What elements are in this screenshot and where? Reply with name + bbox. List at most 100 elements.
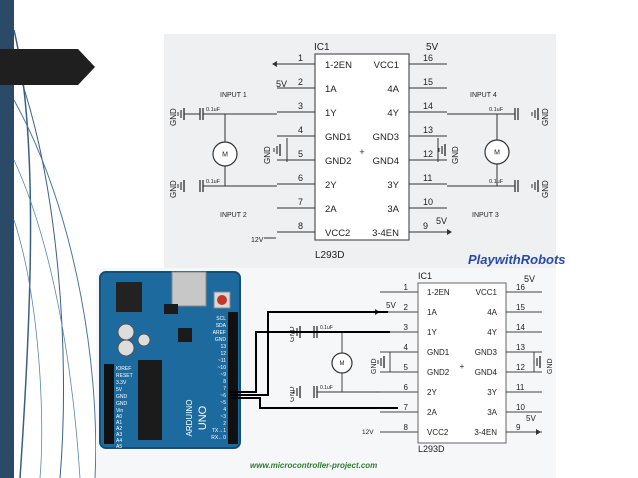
analog-pin-label: A5: [116, 444, 122, 450]
chip-body: [314, 53, 410, 241]
plus-sign: +: [359, 147, 364, 157]
supply-arrow: [536, 429, 541, 435]
pin-name-gnd1: GND1: [325, 132, 351, 143]
motor-label: M: [494, 149, 500, 156]
pin-number-12: 12: [516, 363, 525, 372]
motor-icon: [331, 352, 353, 374]
pin-name-4y: 4Y: [487, 328, 497, 337]
pin-number-14: 14: [516, 323, 525, 332]
reset-button-cap: [217, 295, 227, 305]
usb-port: [171, 271, 207, 307]
decorative-sidebar: [0, 0, 97, 478]
digital-pin-label: SDA: [216, 323, 227, 329]
digital-pin-label: 4: [223, 407, 226, 413]
power-pin-label: GND: [116, 394, 128, 400]
pin-name-1-2en: 1-2EN: [427, 288, 450, 297]
pin-name-gnd1: GND1: [427, 348, 450, 357]
digital-pin-label: ~3: [220, 414, 226, 420]
digital-pin-label: ~11: [218, 358, 226, 364]
connection-wires: [230, 311, 398, 409]
pin-number-2: 2: [404, 303, 409, 312]
pin-number-2: 2: [298, 77, 303, 87]
capacitor-label: 0.1uF: [206, 179, 221, 185]
wire-enable: [230, 311, 388, 396]
digital-pin-label: TX→1: [212, 428, 226, 434]
pin-name-gnd4: GND4: [475, 368, 498, 377]
pin-number-6: 6: [298, 173, 303, 183]
analog-pin-label: A2: [116, 426, 122, 432]
motor-label: M: [340, 361, 345, 367]
regulator: [164, 304, 178, 314]
swoosh-line: [13, 59, 65, 478]
sidebar-bar: [0, 0, 14, 478]
pin-number-6: 6: [404, 383, 409, 392]
pin-number-12: 12: [423, 149, 433, 159]
pin-name-gnd3: GND3: [475, 348, 498, 357]
pin-number-8: 8: [404, 423, 409, 432]
pin-number-16: 16: [423, 53, 433, 63]
input-4-label: INPUT 4: [470, 92, 497, 99]
pin-name-1y: 1Y: [325, 108, 337, 119]
digital-pin-label: 7: [223, 386, 226, 392]
digital-pin-label: ~5: [220, 400, 226, 406]
en34-supply-label: 5V: [436, 216, 447, 226]
pin-name-3y: 3Y: [387, 180, 399, 191]
pin-name-3y: 3Y: [487, 388, 497, 397]
pin-name-vcc1: VCC1: [374, 60, 399, 71]
gnd-label: GND: [451, 146, 460, 164]
pin-name-1-2en: 1-2EN: [325, 60, 352, 71]
pin-number-9: 9: [516, 423, 521, 432]
pin-number-13: 13: [516, 343, 525, 352]
swoosh-line: [13, 29, 32, 478]
pin-number-11: 11: [516, 383, 525, 392]
motor-supply-label: 12V: [362, 429, 374, 436]
pin-name-3a: 3A: [387, 204, 399, 215]
pin-name-2a: 2A: [427, 408, 437, 417]
swoosh-line: [13, 219, 43, 478]
digital-pin-label: 8: [223, 379, 226, 385]
pin-name-2y: 2Y: [325, 180, 337, 191]
website-url: www.microcontroller-project.com: [250, 461, 378, 470]
pin-number-15: 15: [423, 77, 433, 87]
pin-name-gnd2: GND2: [325, 156, 351, 167]
motor-icon: [484, 139, 510, 165]
digital-pin-label: RX←0: [211, 435, 226, 441]
chip-label: IC1: [418, 271, 432, 281]
input-1-label: INPUT 1: [220, 92, 247, 99]
vcc-label: 5V: [524, 274, 535, 284]
pin-name-gnd4: GND4: [373, 156, 399, 167]
capacitor-label: 0.1uF: [320, 325, 333, 331]
wire-input-1: [230, 331, 390, 393]
capacitor-label: 0.1uF: [489, 107, 504, 113]
power-pin-label: IOREF: [116, 366, 131, 372]
digital-pin-label: AREF: [213, 330, 226, 336]
capacitor-can: [117, 339, 135, 357]
pcb: [99, 271, 241, 449]
pin-number-10: 10: [423, 197, 433, 207]
supply-arrow: [447, 229, 452, 235]
gnd-label: GND: [290, 326, 296, 342]
pin-name-vcc2: VCC2: [325, 228, 350, 239]
pin-number-1: 1: [404, 283, 409, 292]
gnd-label: GND: [263, 146, 272, 164]
power-jack: [116, 282, 142, 312]
power-pin-label: RESET: [116, 373, 133, 379]
en12-supply-label: 5V: [276, 79, 287, 89]
power-pin-label: 3.3V: [116, 380, 127, 386]
capacitor-can: [117, 323, 135, 341]
pin-name-vcc2: VCC2: [427, 428, 449, 437]
pin-name-3-4en: 3-4EN: [474, 428, 497, 437]
digital-pin-label: SCL: [216, 316, 226, 322]
wire-input-2: [230, 397, 398, 409]
pin-number-15: 15: [516, 303, 525, 312]
digital-pin-label: ~6: [220, 393, 226, 399]
vcc-label: 5V: [426, 42, 439, 53]
gnd-label: GND: [290, 386, 296, 402]
digital-header: [228, 312, 238, 444]
pin-name-vcc1: VCC1: [476, 288, 498, 297]
digital-pin-label: GND: [215, 337, 227, 343]
power-pin-label: Vin: [116, 408, 123, 414]
swoosh-line: [13, 159, 81, 478]
